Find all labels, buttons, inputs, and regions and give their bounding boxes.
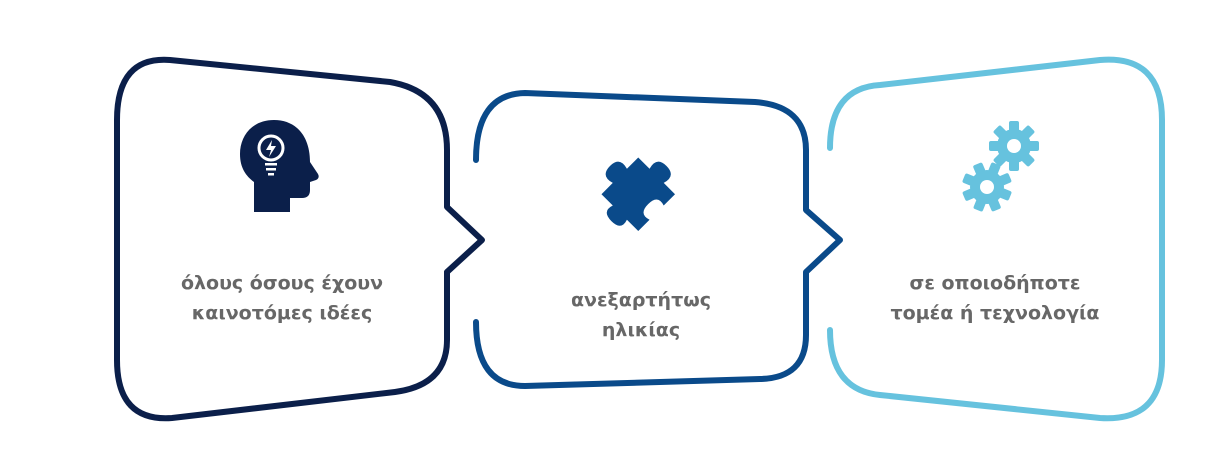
item-3-label: σε οποιοδήποτε τομέα ή τεχνολογία: [865, 268, 1125, 328]
box-3-outline: [827, 56, 1165, 422]
item-1-label: όλους όσους έχουν καινοτόμες ιδέες: [152, 268, 412, 328]
item-1-line-1: όλους όσους έχουν: [180, 272, 384, 294]
gears-icon: [962, 121, 1039, 212]
item-3-line-1: σε οποιοδήποτε: [909, 272, 1081, 294]
item-3-line-2: τομέα ή τεχνολογία: [890, 302, 1100, 324]
box-1-outline: [114, 56, 485, 422]
head-lightbulb-icon: [240, 120, 319, 212]
item-2-label: ανεξαρτήτως ηλικίας: [511, 285, 771, 345]
item-2-line-1: ανεξαρτήτως: [570, 289, 711, 311]
item-2-line-2: ηλικίας: [601, 319, 681, 341]
puzzle-piece-icon: [601, 157, 676, 232]
item-1-line-2: καινοτόμες ιδέες: [191, 302, 373, 324]
box-2-outline: [473, 90, 843, 389]
